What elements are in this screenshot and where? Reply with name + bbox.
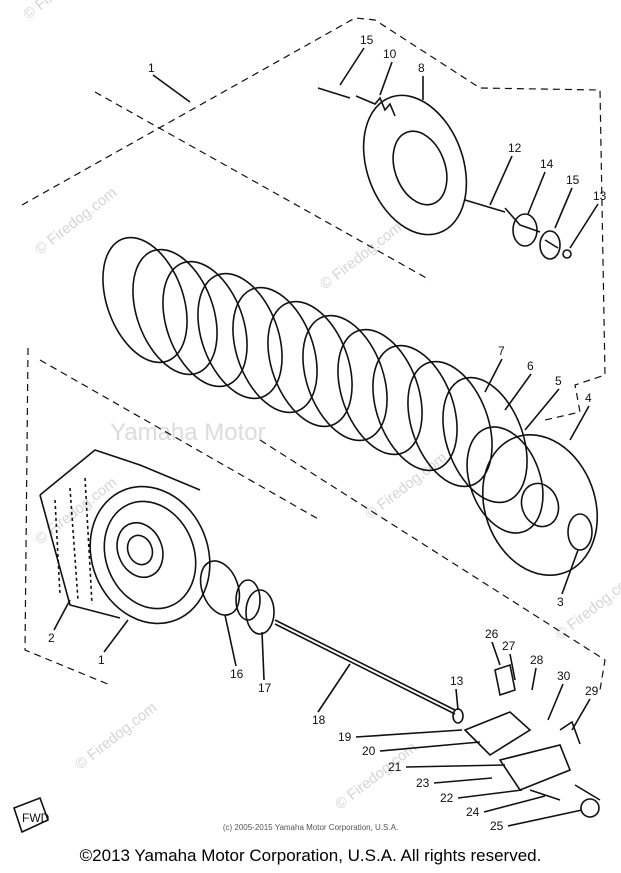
callout-13-upper: 13 <box>593 189 607 203</box>
callout-27: 27 <box>502 639 516 653</box>
callout-15: 15 <box>566 173 580 187</box>
outline-lower <box>24 347 111 686</box>
fwd-marker: FWD <box>12 796 50 834</box>
callout-12: 12 <box>508 141 522 155</box>
watermarks: © Firedog.com © Firedog.com © Firedog.co… <box>20 0 621 813</box>
callout-28: 28 <box>530 653 544 667</box>
callout-7: 7 <box>498 344 505 358</box>
callout-1: 1 <box>148 61 155 75</box>
callout-26: 26 <box>485 627 499 641</box>
callout-4: 4 <box>585 391 592 405</box>
callout-19: 19 <box>338 730 352 744</box>
callout-14: 14 <box>540 157 554 171</box>
callouts: 1 15 10 8 12 14 15 13 7 6 5 4 3 2 1 16 1… <box>48 33 607 833</box>
callout-22: 22 <box>440 791 454 805</box>
watermark: © Firedog.com <box>317 219 405 293</box>
collar-washer <box>199 513 593 635</box>
callout-2: 2 <box>48 631 55 645</box>
center-watermark: Yamaha Motor <box>110 419 266 446</box>
fwd-label: FWD <box>22 811 50 825</box>
watermark: © Firedog.com <box>32 184 120 258</box>
pressure-plate <box>317 87 572 260</box>
callout-23: 23 <box>416 776 430 790</box>
callout-21: 21 <box>388 760 402 774</box>
callout-29: 29 <box>585 684 599 698</box>
callout-5: 5 <box>555 374 562 388</box>
callout-6: 6 <box>527 359 534 373</box>
callout-8: 8 <box>418 61 425 75</box>
outline-mid <box>94 91 431 281</box>
copyright-small: (c) 2005-2015 Yamaha Motor Corporation, … <box>222 823 399 832</box>
callout-30: 30 <box>557 669 571 683</box>
clutch-boss <box>466 426 599 577</box>
watermark: © Firedog.com <box>72 699 160 773</box>
watermark: © Firedog.com <box>20 0 108 23</box>
clutch-housing <box>39 449 211 625</box>
copyright: ©2013 Yamaha Motor Corporation, U.S.A. A… <box>79 846 542 865</box>
callout-24: 24 <box>466 805 480 819</box>
outline-right <box>259 439 606 691</box>
clutch-plates <box>102 236 528 504</box>
outline-inner <box>39 359 321 521</box>
group-outlines <box>21 17 606 691</box>
callout-18: 18 <box>312 713 326 727</box>
callout-16: 16 <box>230 667 244 681</box>
callout-17: 17 <box>258 681 272 695</box>
callout-20: 20 <box>362 744 376 758</box>
callout-13-lower: 13 <box>450 674 464 688</box>
outline-upper <box>21 17 606 421</box>
callout-25: 25 <box>490 819 504 833</box>
callout-10: 10 <box>383 47 397 61</box>
callout-3: 3 <box>557 595 564 609</box>
callout-9: 15 <box>360 33 374 47</box>
watermark: © Firedog.com <box>332 739 420 813</box>
callout-1-lower: 1 <box>98 653 105 667</box>
